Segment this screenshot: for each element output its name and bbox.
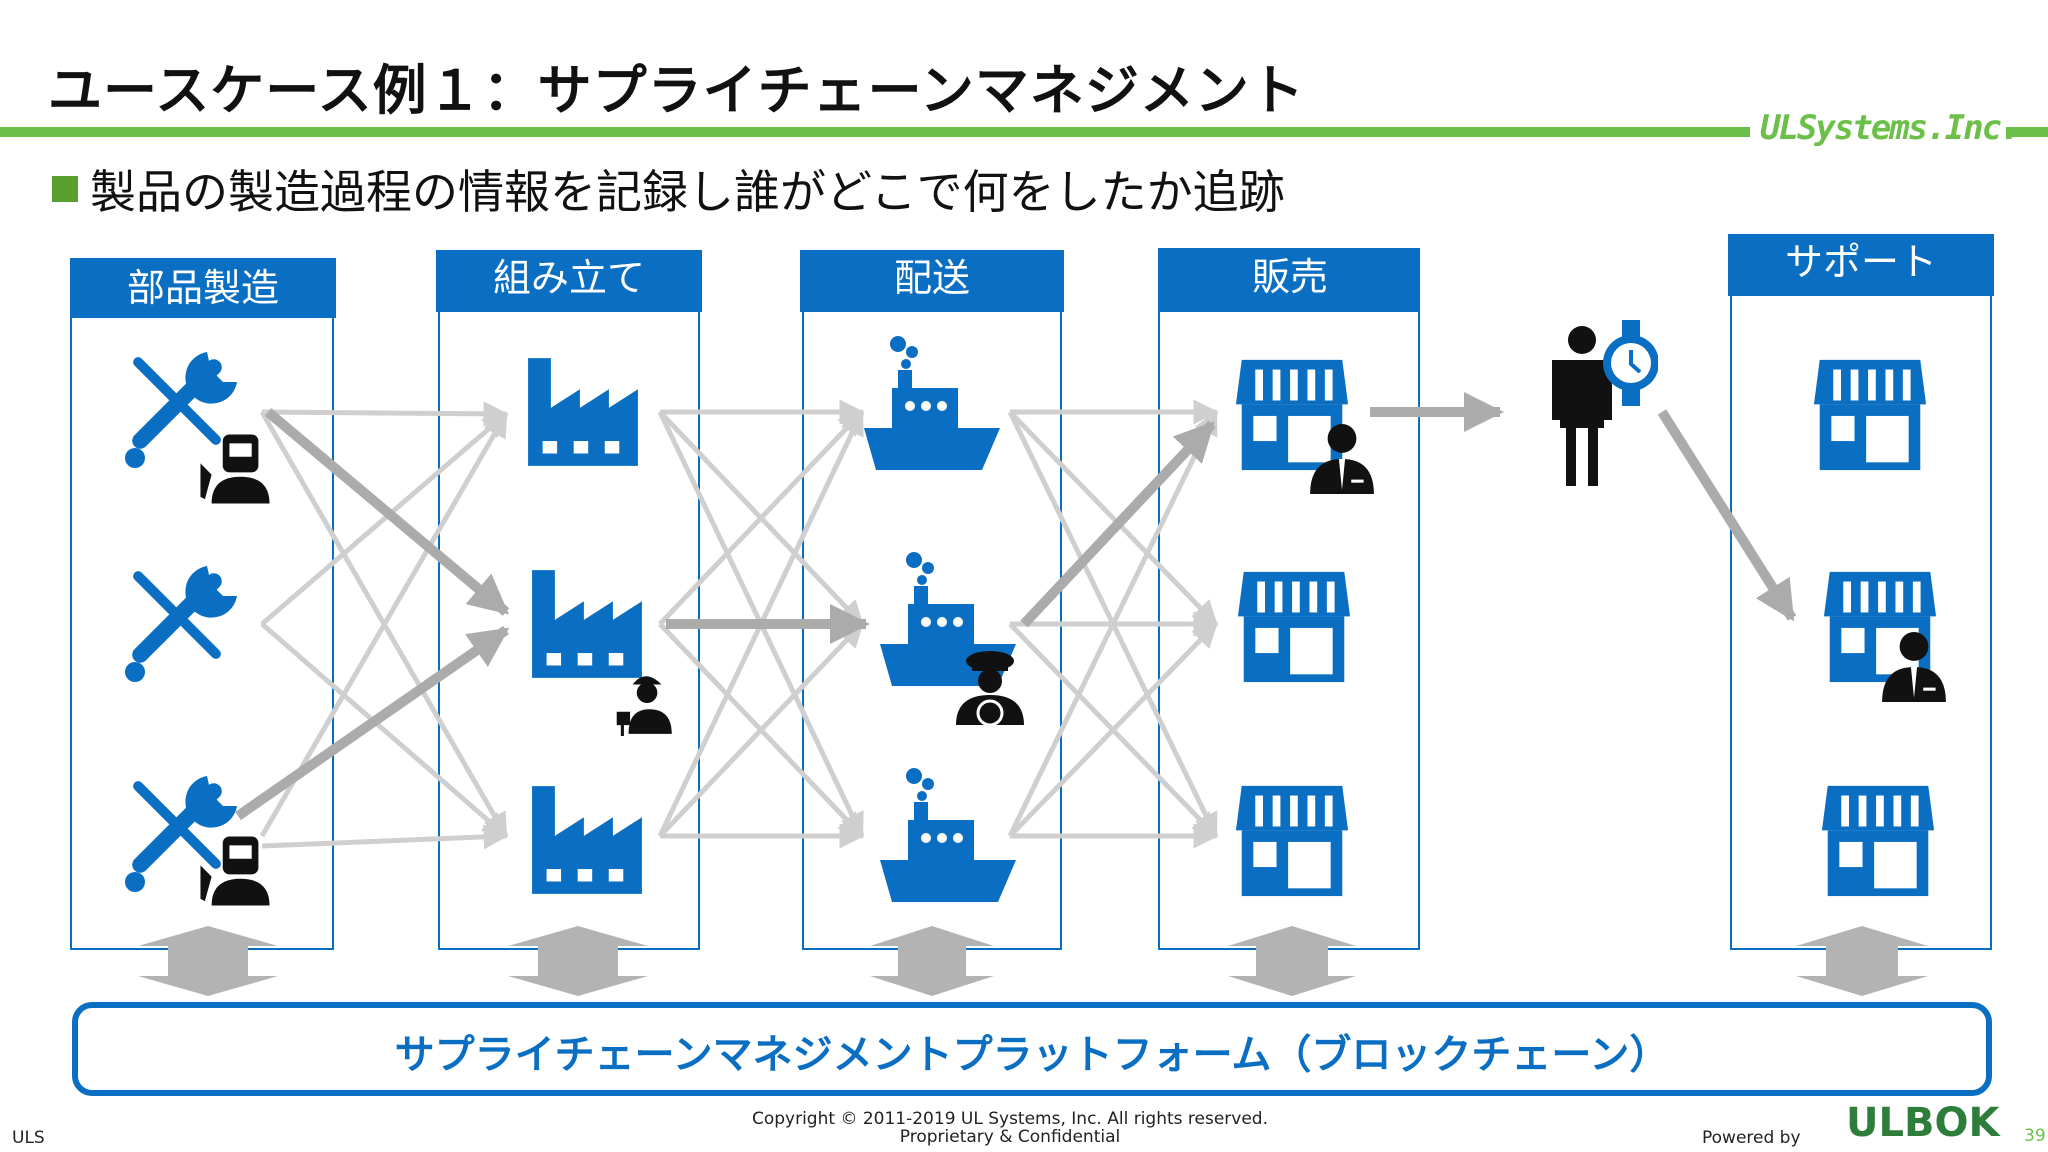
ship-icon [880,768,1016,902]
platform-box: サプライチェーンマネジメントプラットフォーム（ブロックチェーン） [72,1002,1992,1096]
column-header-support: サポート [1728,234,1994,296]
welder-icon [200,434,270,504]
column-header-assembly: 組み立て [436,250,702,312]
person-watch-icon [1550,318,1658,488]
electrician-icon [616,674,674,738]
factory-worker-icon [532,570,642,678]
store-icon [1235,785,1349,897]
bullet-marker [52,176,78,202]
connections-parts-assembly [259,401,509,850]
connections-delivery-sales [1007,399,1219,849]
title-divider-end [2006,127,2048,137]
footer-brand-logo: ULBOK [1846,1100,2000,1146]
store-icon [1237,571,1351,683]
company-logo: ULSystems.Inc. [1760,108,2021,148]
store-clerk-icon [1235,359,1349,471]
page-number: 39 [2024,1126,2046,1146]
footer-copyright: Copyright © 2011-2019 UL Systems, Inc. A… [720,1110,1300,1146]
slide-title: ユースケース例１：サプライチェーンマネジメント [48,59,1305,122]
trace-path [235,392,1797,821]
column-header-parts: 部品製造 [70,258,336,318]
factory-icon [528,358,638,466]
welder-icon [200,836,270,906]
footer-powered: Powered by [1702,1128,1801,1148]
platform-arrows [138,926,1928,996]
title-divider [0,127,1750,137]
captain-icon [954,649,1026,727]
column-header-delivery: 配送 [800,250,1064,312]
platform-label: サプライチェーンマネジメントプラットフォーム（ブロックチェーン） [394,1032,1670,1078]
copyright-text: Copyright © 2011-2019 UL Systems, Inc. A… [751,1109,1269,1129]
store-icon [1821,785,1935,897]
factory-icon [532,786,642,894]
ship-icon [864,336,1000,470]
store-icon [1813,359,1927,471]
column-header-sales: 販売 [1160,248,1420,312]
confidential-text: Proprietary & Confidential [899,1127,1121,1147]
tools-icon [125,566,237,682]
bullet-text: 製品の製造過程の情報を記録し誰がどこで何をしたか追跡 [90,165,1285,219]
footer-left: ULS [12,1128,45,1148]
tools-worker-icon [125,776,237,892]
store-clerk-icon [1823,571,1937,683]
tools-worker-icon [125,352,237,468]
